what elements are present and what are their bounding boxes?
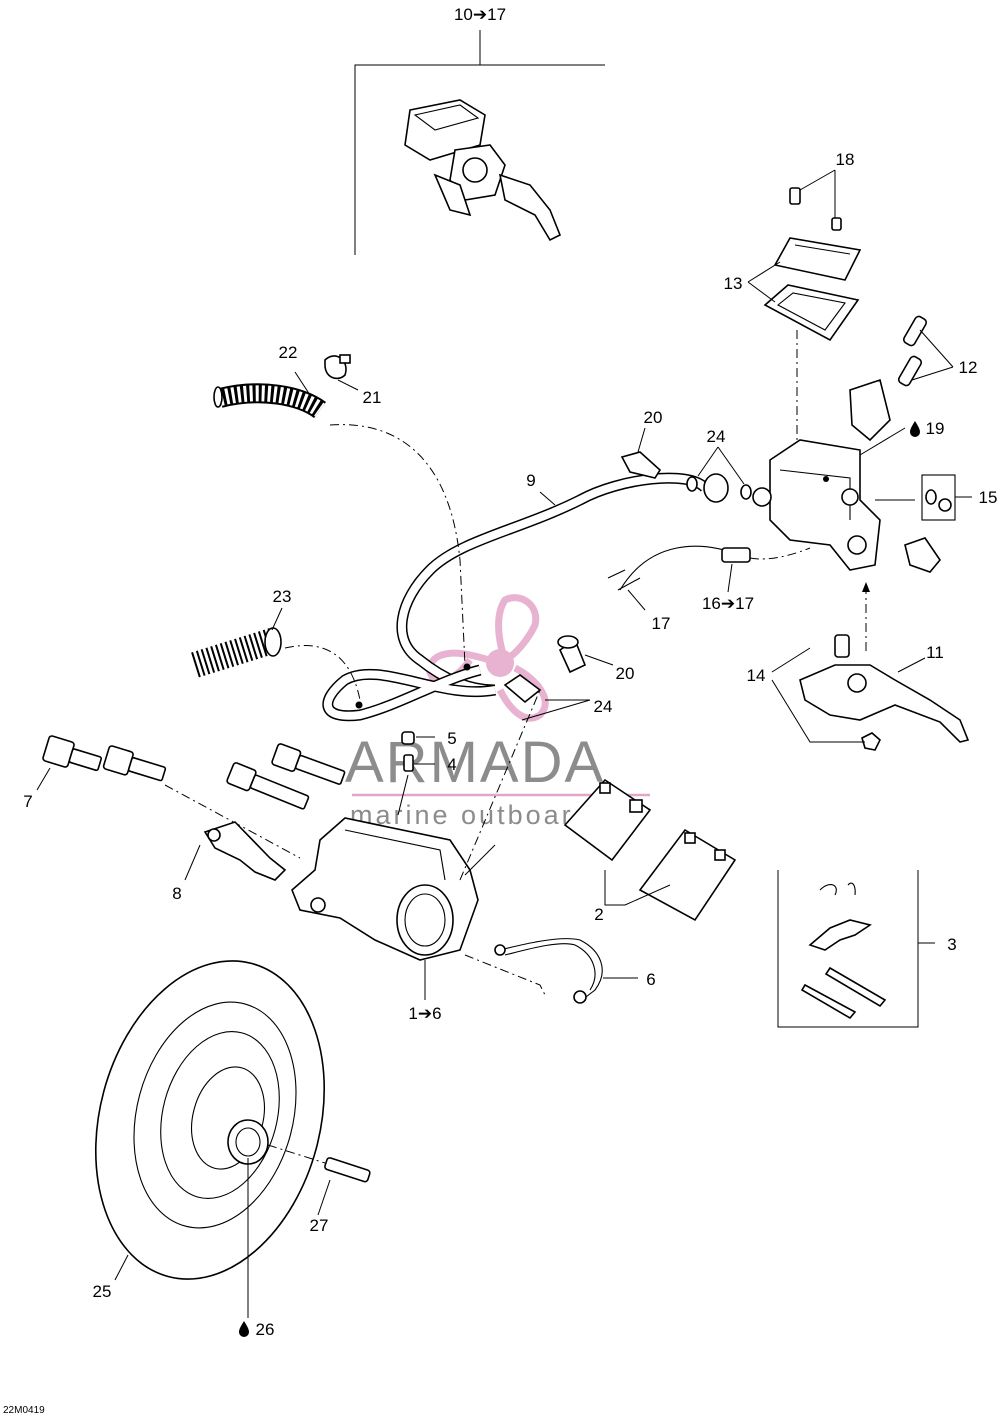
caliper-bolts <box>42 735 346 859</box>
callout-24-bottom: 24 <box>594 697 613 716</box>
callout-23: 23 <box>273 587 292 606</box>
vent-hose <box>213 354 351 419</box>
brake-pads <box>563 778 737 922</box>
callout-18: 18 <box>836 150 855 169</box>
oil-drop-icon <box>910 421 920 437</box>
master-cylinder <box>752 187 972 655</box>
callout-13: 13 <box>724 274 743 293</box>
callout-labels: 10➔17 18 13 12 19 15 22 21 20 24 9 17 16… <box>3 5 997 1416</box>
callout-6: 6 <box>646 970 655 989</box>
callout-9: 9 <box>526 471 535 490</box>
oil-drop-icon <box>239 1321 249 1337</box>
callout-3: 3 <box>947 935 956 954</box>
callout-5: 5 <box>447 729 456 748</box>
callout-16-17: 16➔17 <box>702 594 754 613</box>
callout-15: 15 <box>979 488 998 507</box>
brake-disc <box>94 960 371 1318</box>
callout-20-top: 20 <box>644 408 663 427</box>
callout-11: 11 <box>926 643 944 662</box>
callout-12: 12 <box>959 358 978 377</box>
callout-1-6: 1➔6 <box>408 1004 441 1023</box>
brake-lever <box>771 634 970 751</box>
callout-2: 2 <box>594 905 603 924</box>
brake-hoses <box>284 424 811 722</box>
callout-26-group: 26 <box>239 1320 274 1339</box>
pad-spring <box>464 938 638 1004</box>
image-code: 22M0419 <box>3 1405 45 1416</box>
callout-20-bottom: 20 <box>616 664 635 683</box>
callout-8: 8 <box>172 884 181 903</box>
brake-caliper <box>203 689 541 995</box>
callout-10-17: 10➔17 <box>454 5 506 24</box>
callout-24-top: 24 <box>707 427 726 446</box>
callout-26: 26 <box>256 1320 275 1339</box>
callout-17: 17 <box>652 614 671 633</box>
master-cylinder-assembly-inset <box>354 30 605 255</box>
armada-watermark: ARMADA marine outboards <box>345 594 650 830</box>
callout-25: 25 <box>93 1282 112 1301</box>
callout-7: 7 <box>23 792 32 811</box>
callout-27: 27 <box>310 1216 329 1235</box>
pin-kit-inset <box>777 870 935 1028</box>
callout-4: 4 <box>447 755 456 774</box>
callout-14: 14 <box>747 666 766 685</box>
callout-19: 19 <box>926 419 945 438</box>
callout-19-group: 19 <box>910 419 944 438</box>
protective-sleeve <box>191 627 282 678</box>
callout-22: 22 <box>279 343 298 362</box>
callout-21: 21 <box>363 388 382 407</box>
watermark-title: ARMADA <box>345 730 605 795</box>
watermark-subtitle: marine outboards <box>350 800 608 830</box>
leader-lines <box>36 169 954 1281</box>
